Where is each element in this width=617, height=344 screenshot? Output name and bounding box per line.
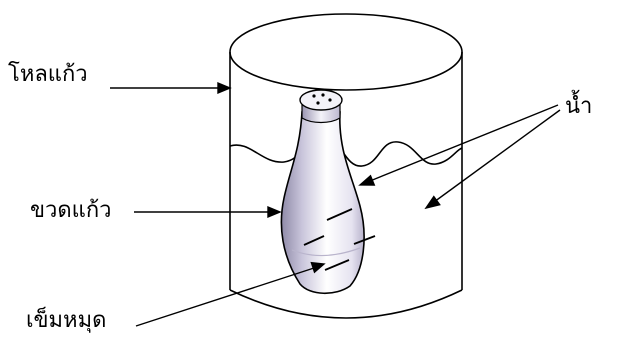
bottle-mouth xyxy=(299,89,343,111)
jar-bottom-rim xyxy=(229,289,463,319)
pin xyxy=(303,235,325,246)
water-surface xyxy=(229,135,463,167)
label-pins: เข็มหมุด xyxy=(26,308,107,333)
label-glass-bottle: ขวดแก้ว xyxy=(30,198,112,223)
water-leader-line-bottle xyxy=(369,104,559,182)
label-glass-jar: โหลแก้ว xyxy=(8,62,88,87)
glass-bottle xyxy=(280,89,376,295)
mouth-hole xyxy=(312,94,316,98)
mouth-hole xyxy=(321,93,325,97)
pins-arrowhead xyxy=(310,261,326,274)
glass-jar xyxy=(229,13,463,319)
bottle-arrowhead xyxy=(267,205,282,219)
leader-lines xyxy=(110,81,561,327)
jar-top-rim xyxy=(229,13,463,91)
pin xyxy=(324,259,350,271)
water-arrowhead-bottle xyxy=(358,174,376,186)
bottle-body xyxy=(280,111,365,295)
pins-leader-line xyxy=(135,267,315,327)
label-water: น้ำ xyxy=(565,94,593,119)
pin xyxy=(353,235,376,245)
jar-arrowhead xyxy=(217,81,232,95)
mouth-hole xyxy=(328,98,332,102)
bottle-waterline xyxy=(291,247,361,257)
mouth-hole xyxy=(316,101,320,105)
water-leader-line-jar xyxy=(433,109,561,203)
water-arrowhead-jar xyxy=(424,195,441,210)
pin xyxy=(326,208,353,221)
